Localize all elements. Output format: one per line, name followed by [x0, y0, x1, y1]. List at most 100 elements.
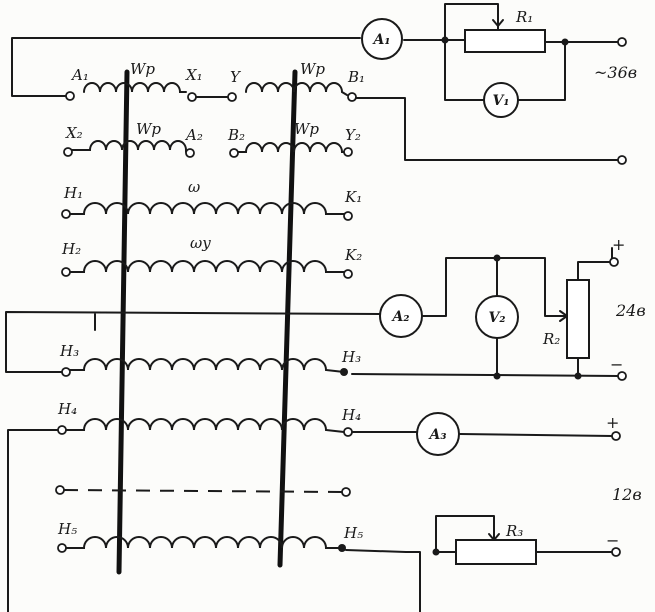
label-h3: H₃: [59, 342, 79, 360]
label-y: Y: [230, 68, 242, 86]
coil-b2-y2: [237, 142, 345, 153]
wires: [5, 3, 619, 612]
rheostat-r2[interactable]: [555, 279, 590, 359]
junction-r2-bottom: [574, 372, 582, 380]
terminal-b2[interactable]: [229, 148, 239, 158]
rheostat-r3[interactable]: [455, 533, 537, 565]
resistor-labels: R₁ R₂ R₃: [505, 8, 560, 540]
label-a2: A₂: [184, 126, 203, 144]
instrument-ammeter-3: A₃: [416, 412, 460, 456]
instrument-voltmeter-1: V₁: [483, 82, 519, 118]
terminal-out-36v-2[interactable]: [617, 155, 627, 165]
ammeter-1-label: A₁: [372, 32, 391, 48]
terminal-h1[interactable]: [61, 209, 71, 219]
terminal-24v-plus[interactable]: [609, 257, 619, 267]
wire-24v-plus: [577, 247, 613, 281]
label-24v-plus: +: [612, 235, 625, 254]
terminal-12v-plus[interactable]: [611, 431, 621, 441]
terminal-x1[interactable]: [187, 92, 197, 102]
terminal-labels: A₁ X₁ Y B₁ X₂ A₂ B₂ Y₂ H₁ K₁ H₂ K₂ H₃ H₃…: [57, 66, 365, 542]
wire-b1-return: [355, 97, 619, 161]
label-k5: H₅: [343, 524, 363, 542]
junction-v2-bottom: [493, 372, 501, 380]
label-wp-2: Wр: [300, 60, 325, 78]
junction-r1-left: [441, 36, 449, 44]
label-h5: H₅: [57, 520, 77, 538]
label-supply-24v: 24в: [615, 301, 646, 320]
coil-h5-k5: [65, 536, 343, 549]
label-wp-3: Wр: [136, 120, 161, 138]
wire-r1-slider: [444, 3, 499, 41]
junction-r1-right: [561, 38, 569, 46]
label-w-2: ωу: [190, 234, 211, 252]
terminal-12v-minus[interactable]: [611, 547, 621, 557]
ammeter-3-label: A₃: [428, 427, 447, 443]
label-y2: Y₂: [345, 126, 361, 144]
junction-k3: [340, 368, 348, 376]
wire-36v-top: [11, 37, 619, 97]
label-h1: H₁: [63, 184, 83, 202]
voltmeter-1-label: V₁: [493, 93, 510, 109]
label-a1: A₁: [70, 66, 89, 84]
coil-h1-k1: [69, 202, 345, 215]
label-24v-minus: −: [610, 355, 623, 374]
label-x2: X₂: [65, 124, 83, 142]
wire-v1-loop: [444, 39, 566, 101]
label-supply-12v: 12в: [612, 485, 642, 504]
terminal-row7-right[interactable]: [341, 487, 351, 497]
core-left: [116, 69, 130, 575]
terminal-row7-left[interactable]: [55, 485, 65, 495]
junctions: [338, 36, 582, 556]
rheostat-r1[interactable]: [464, 19, 546, 53]
voltmeter-2-label: V₂: [489, 310, 506, 326]
terminal-h4[interactable]: [57, 425, 67, 435]
terminal-x2[interactable]: [63, 147, 73, 157]
wire-r3: [345, 515, 613, 612]
terminal-h3[interactable]: [61, 367, 71, 377]
coil-x2-a2: [71, 140, 187, 153]
terminal-out-36v-1[interactable]: [617, 37, 627, 47]
winding-labels: Wр Wр Wр Wр ω ωу: [130, 60, 325, 252]
wire-24v-loop: [5, 311, 381, 373]
label-r2: R₂: [542, 330, 560, 348]
terminal-y2[interactable]: [343, 147, 353, 157]
wire-12v-a3: [351, 431, 613, 437]
instrument-ammeter-2: A₂: [379, 294, 423, 338]
label-12v-minus: −: [606, 531, 619, 550]
label-k2: K₂: [344, 246, 362, 264]
ammeter-2-label: A₂: [391, 309, 410, 325]
coil-h2-k2: [69, 260, 345, 273]
terminal-h2[interactable]: [61, 267, 71, 277]
coil-a1-x1: [83, 82, 187, 93]
terminal-24v-minus[interactable]: [617, 371, 627, 381]
coils: [63, 82, 348, 549]
terminal-b1[interactable]: [347, 92, 357, 102]
coil-y-b1: [245, 82, 348, 96]
label-k1: K₁: [344, 188, 362, 206]
label-r3: R₃: [505, 522, 523, 540]
label-r1: R₁: [515, 8, 533, 26]
terminal-k2[interactable]: [343, 269, 353, 279]
label-wp-1: Wр: [130, 60, 155, 78]
junction-k5: [338, 544, 346, 552]
dashed-winding: [63, 489, 343, 493]
transformer-cores: [116, 69, 298, 575]
terminal-y[interactable]: [227, 92, 237, 102]
terminal-a1[interactable]: [65, 91, 75, 101]
supply-labels: ~36в 24в 12в + − + −: [594, 63, 646, 550]
terminal-k1[interactable]: [343, 211, 353, 221]
label-supply-36v: ~36в: [594, 63, 637, 82]
instrument-voltmeter-2: V₂: [475, 295, 519, 339]
label-wp-4: Wр: [294, 120, 319, 138]
label-b2: B₂: [227, 126, 245, 144]
label-h2: H₂: [61, 240, 81, 258]
terminal-h5[interactable]: [57, 543, 67, 553]
coil-h3-k3: [69, 358, 345, 373]
instrument-ammeter-1: A₁: [361, 18, 403, 60]
terminal-a2[interactable]: [185, 148, 195, 158]
junction-r3-left: [432, 548, 440, 556]
terminal-posts: [55, 37, 627, 557]
label-b1: B₁: [347, 68, 365, 86]
terminal-k4[interactable]: [343, 427, 353, 437]
